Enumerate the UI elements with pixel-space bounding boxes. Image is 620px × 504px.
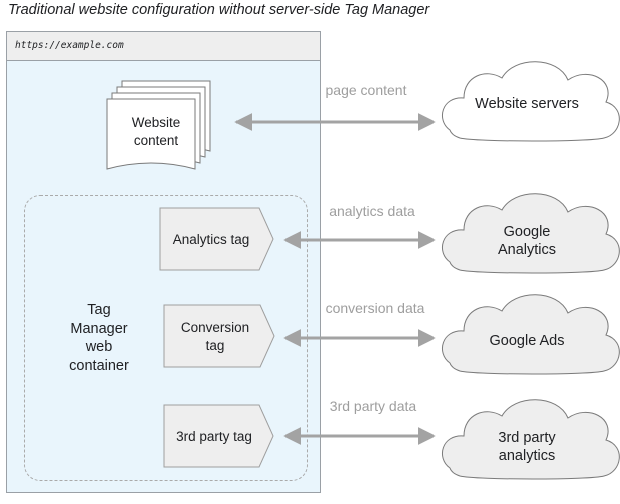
analytics-tag-label: Analytics tag [172, 231, 250, 247]
diagram-title: Traditional website configuration withou… [8, 2, 430, 18]
3rd-party-tag-shape [163, 404, 274, 468]
tag-manager-container-label: Tag Manager web container [69, 302, 129, 374]
page-content-edge-label: page content [325, 82, 407, 98]
google-analytics-label: Google Analytics [497, 223, 557, 259]
address-bar: https://example.com [7, 32, 320, 61]
conversion-tag-shape [163, 304, 275, 368]
website-content-label: Website content [131, 114, 181, 149]
url-text: https://example.com [15, 40, 124, 51]
3rd-party-data-edge-label: 3rd party data [329, 398, 417, 414]
conversion-tag-label: Conversion tag [180, 319, 250, 354]
website-content-document-icon [106, 80, 211, 170]
conversion-data-edge-label: conversion data [325, 300, 425, 316]
analytics-tag-shape [159, 207, 274, 271]
3rd-party-analytics-label: 3rd party analytics [498, 429, 556, 465]
analytics-data-edge-label: analytics data [329, 203, 415, 219]
google-ads-label: Google Ads [489, 332, 565, 349]
3rd-party-tag-label: 3rd party tag [176, 428, 252, 444]
website-servers-label: Website servers [475, 95, 579, 112]
